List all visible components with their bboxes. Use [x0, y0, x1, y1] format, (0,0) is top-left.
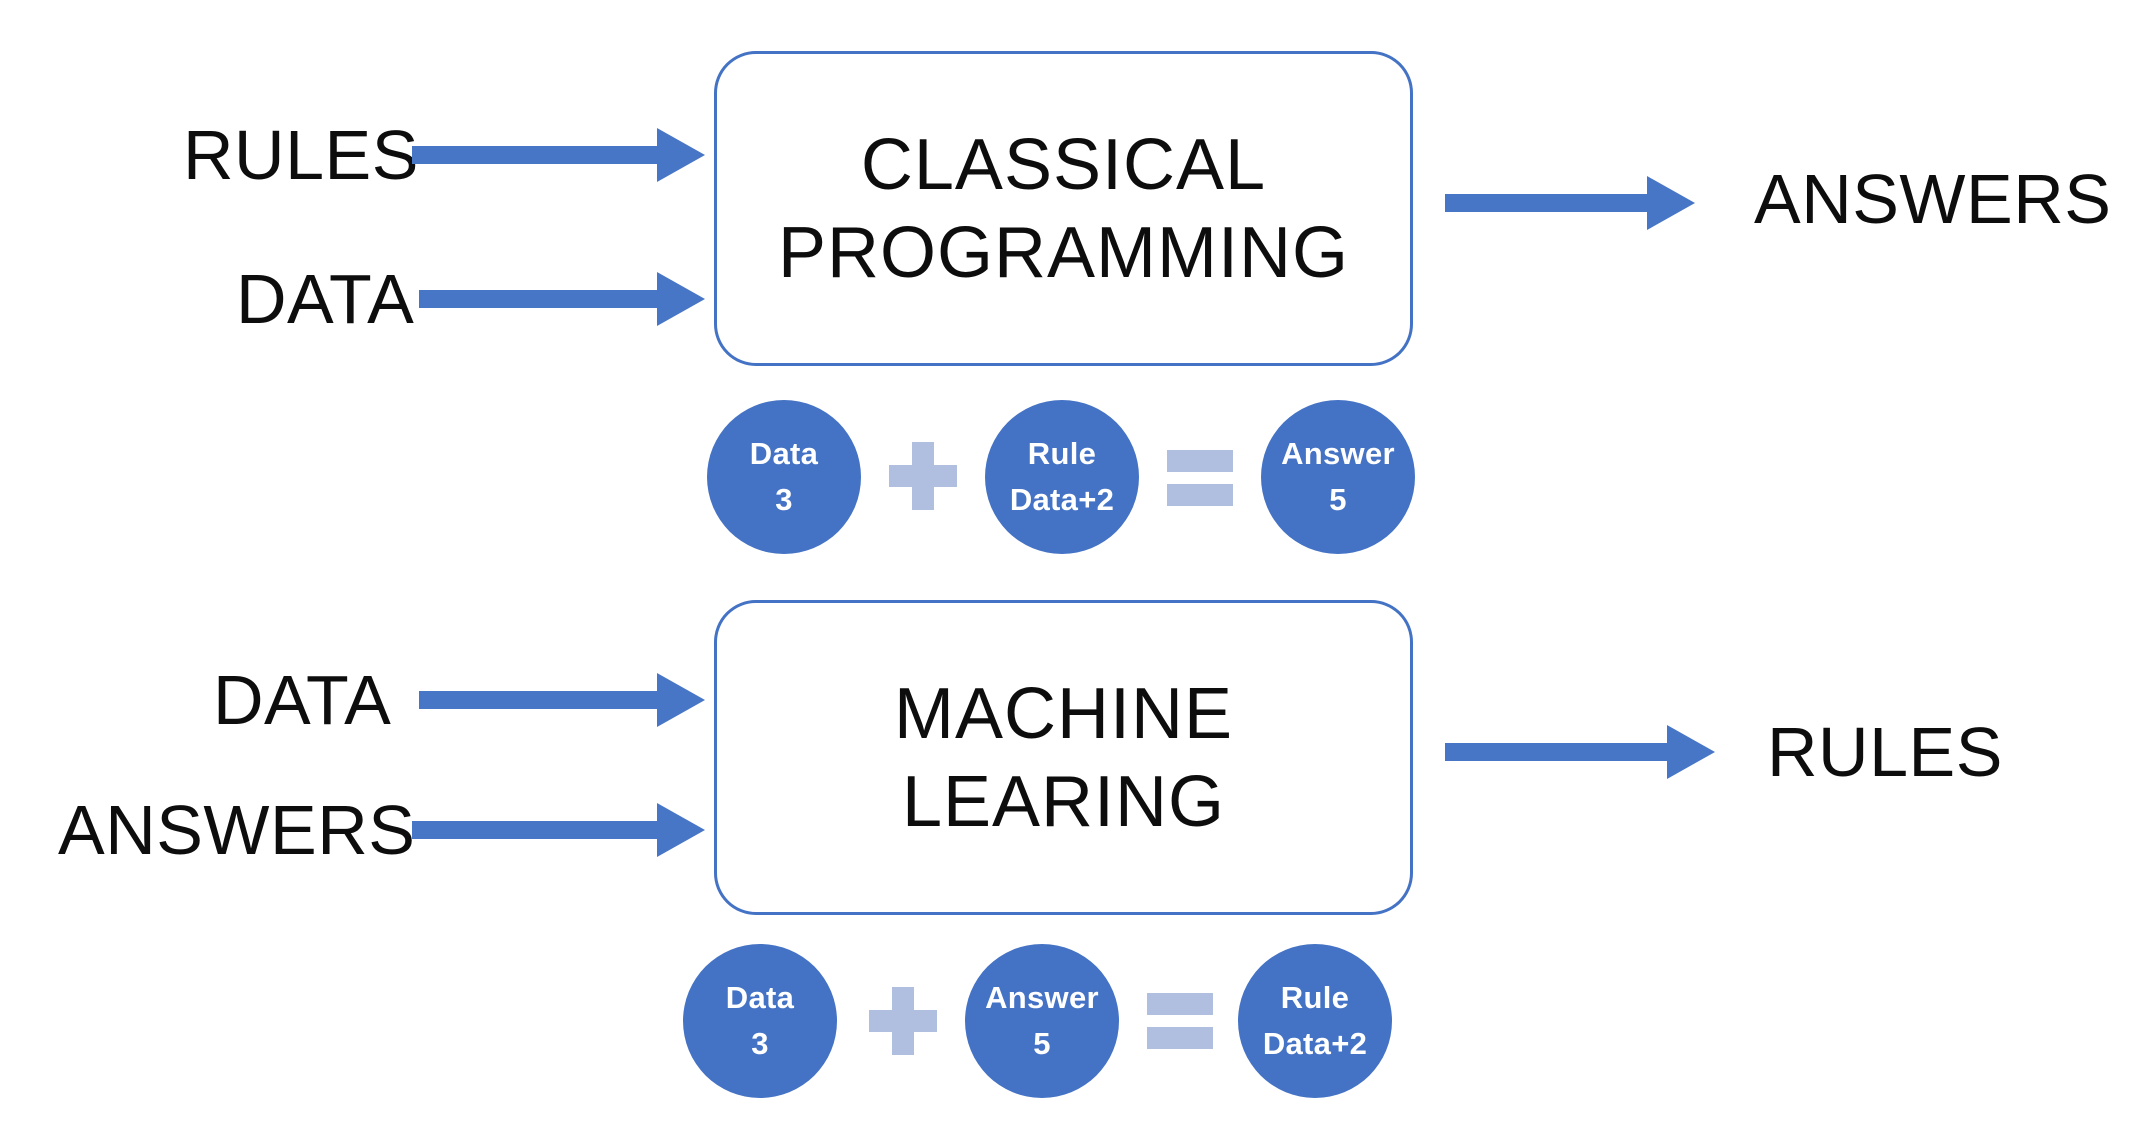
plus-icon [889, 442, 957, 510]
classical-programming-title: CLASSICAL PROGRAMMING [778, 121, 1349, 297]
machine-learning-box: MACHINE LEARING [714, 600, 1413, 915]
arrow-head [657, 128, 705, 182]
top-input-label-rules: RULES [183, 116, 419, 194]
circle-value: 5 [1329, 482, 1347, 517]
equation-circle-rule: Rule Data+2 [985, 400, 1139, 554]
arrow-right-icon [419, 673, 705, 727]
box-title-line2: LEARING [901, 761, 1226, 842]
top-input-label-data: DATA [236, 260, 415, 338]
box-title-line1: MACHINE [893, 673, 1233, 754]
box-title-line2: PROGRAMMING [777, 212, 1349, 293]
equation-circle-answer: Answer 5 [1261, 400, 1415, 554]
arrow-head [1647, 176, 1695, 230]
circle-value: Data+2 [1262, 1026, 1368, 1061]
equation-circle-answer: Answer 5 [965, 944, 1119, 1098]
arrow-shaft [1445, 743, 1667, 761]
top-output-label-answers: ANSWERS [1754, 160, 2112, 238]
arrow-shaft [419, 691, 657, 709]
arrow-right-icon [419, 272, 705, 326]
arrow-shaft [1445, 194, 1647, 212]
bottom-input-label-answers: ANSWERS [58, 791, 416, 869]
plus-icon [869, 987, 937, 1055]
circle-value: 5 [1033, 1026, 1051, 1061]
arrow-shaft [412, 821, 657, 839]
circle-label: Rule [1280, 980, 1350, 1015]
circle-label: Answer [1281, 436, 1395, 471]
equation-circle-data: Data 3 [707, 400, 861, 554]
circle-label: Answer [985, 980, 1099, 1015]
circle-value: 3 [751, 1026, 769, 1061]
arrow-right-icon [412, 803, 705, 857]
arrow-head [1667, 725, 1715, 779]
arrow-right-icon [1445, 725, 1715, 779]
arrow-head [657, 272, 705, 326]
circle-label: Rule [1027, 436, 1097, 471]
arrow-right-icon [412, 128, 705, 182]
bottom-output-label-rules: RULES [1767, 713, 2003, 791]
box-title-line1: CLASSICAL [860, 124, 1267, 205]
bottom-input-label-data: DATA [213, 661, 392, 739]
equation-circle-data: Data 3 [683, 944, 837, 1098]
arrow-right-icon [1445, 176, 1695, 230]
circle-label: Data [749, 436, 819, 471]
classical-programming-box: CLASSICAL PROGRAMMING [714, 51, 1413, 366]
arrow-head [657, 673, 705, 727]
circle-label: Data [725, 980, 795, 1015]
circle-value: 3 [775, 482, 793, 517]
arrow-head [657, 803, 705, 857]
equals-icon [1147, 993, 1213, 1049]
equals-icon [1167, 450, 1233, 506]
circle-value: Data+2 [1009, 482, 1115, 517]
machine-learning-title: MACHINE LEARING [894, 670, 1233, 846]
arrow-shaft [419, 290, 657, 308]
equation-circle-rule: Rule Data+2 [1238, 944, 1392, 1098]
arrow-shaft [412, 146, 657, 164]
